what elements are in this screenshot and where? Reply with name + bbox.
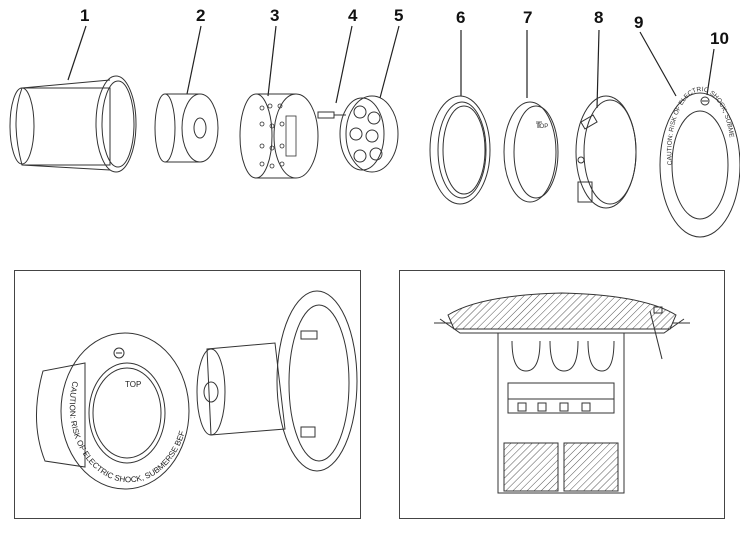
callout-8: 8 xyxy=(594,8,604,27)
leader-lines xyxy=(67,25,715,109)
callout-9: 9 xyxy=(634,13,644,32)
part-8-clamp xyxy=(575,95,637,209)
part-9-face-ring: CAUTION: RISK OF ELECTRIC SHOCK, SUBMERS… xyxy=(0,0,740,238)
callout-1: 1 xyxy=(80,6,90,25)
callout-3: 3 xyxy=(270,6,280,25)
part-5-socket xyxy=(339,95,399,173)
part-6-gasket xyxy=(429,95,491,205)
callout-10: 10 xyxy=(710,29,729,48)
callout-5: 5 xyxy=(394,6,404,25)
callout-4: 4 xyxy=(348,6,358,25)
part-10-screw xyxy=(700,96,710,106)
assembled-view-panel: TOP CAUTION: RISK OF ELECTRIC SHOCK, SUB… xyxy=(12,264,361,519)
callout-6: 6 xyxy=(456,8,466,27)
part-2-end-cap xyxy=(154,93,219,163)
cross-section-panel xyxy=(399,270,725,519)
part-4-pin xyxy=(317,111,346,119)
callout-7: 7 xyxy=(523,8,533,27)
assembled-view-drawing: TOP CAUTION: RISK OF ELECTRIC SHOCK, SUB… xyxy=(12,264,358,490)
cross-section-drawing xyxy=(434,292,690,494)
exploded-parts-drawing: TOP CAUTION: RISK OF ELECTRIC SHOCK, SUB… xyxy=(0,0,740,238)
lens-top-mark: TOP xyxy=(536,124,548,130)
part-7-lens: TOP xyxy=(503,101,559,203)
callout-2: 2 xyxy=(196,6,206,25)
part-3-terminal-block xyxy=(239,93,319,179)
assembled-top-mark: TOP xyxy=(125,380,141,389)
part-1-housing xyxy=(9,75,137,173)
